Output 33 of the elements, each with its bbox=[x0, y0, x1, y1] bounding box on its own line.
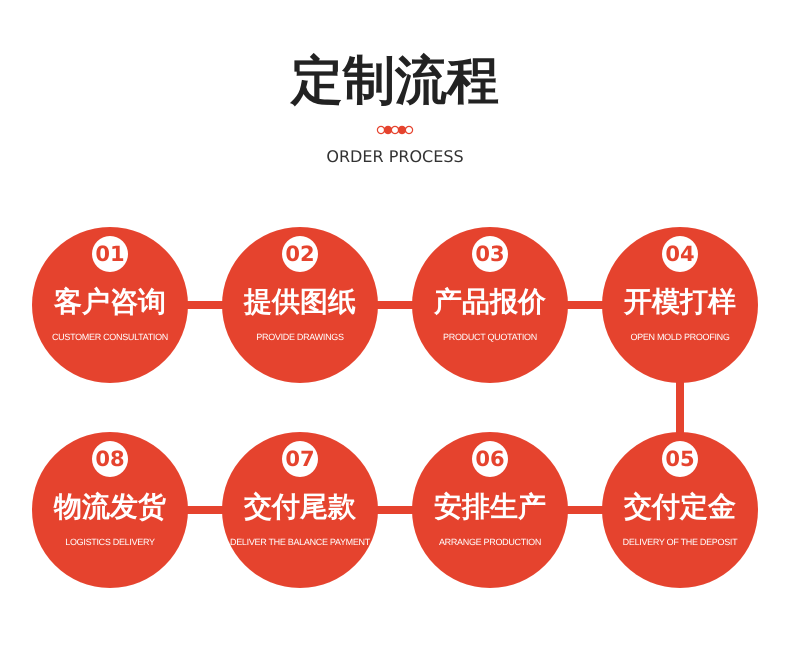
number-badge: 02 bbox=[282, 236, 318, 272]
step-title: 提供图纸 bbox=[244, 285, 356, 319]
number-badge: 08 bbox=[92, 441, 128, 477]
step-subtitle: PRODUCT QUOTATION bbox=[443, 331, 537, 343]
subtitle: ORDER PROCESS bbox=[325, 146, 465, 168]
step-subtitle: OPEN MOLD PROOFING bbox=[630, 331, 730, 343]
number-badge: 06 bbox=[472, 441, 508, 477]
step-subtitle: CUSTOMER CONSULTATION bbox=[52, 331, 168, 343]
step-title: 客户咨询 bbox=[54, 285, 166, 319]
number-badge: 05 bbox=[662, 441, 698, 477]
step-subtitle: PROVIDE DRAWINGS bbox=[256, 331, 344, 343]
connector-bar bbox=[376, 301, 414, 309]
number-badge: 03 bbox=[472, 236, 508, 272]
step-title: 安排生产 bbox=[434, 490, 546, 524]
step-subtitle: ARRANGE PRODUCTION bbox=[438, 536, 542, 548]
number-badge: 04 bbox=[662, 236, 698, 272]
step-title: 交付尾款 bbox=[244, 490, 356, 524]
step-subtitle: DELIVER THE BALANCE PAYMENT bbox=[230, 536, 370, 548]
connector-bar bbox=[676, 381, 684, 434]
step-subtitle: DELIVERY OF THE DEPOSIT bbox=[622, 536, 738, 548]
number-badge: 01 bbox=[92, 236, 128, 272]
title: 定制流程 bbox=[289, 50, 500, 113]
step-subtitle: LOGISTICS DELIVERY bbox=[65, 536, 155, 548]
step-title: 物流发货 bbox=[54, 490, 166, 524]
step-title: 产品报价 bbox=[434, 285, 546, 319]
step-title: 开模打样 bbox=[624, 285, 736, 319]
connector-bar bbox=[186, 506, 224, 514]
connector-bar bbox=[376, 506, 414, 514]
connector-bar bbox=[566, 506, 604, 514]
connector-bar bbox=[566, 301, 604, 309]
number-badge: 07 bbox=[282, 441, 318, 477]
step-title: 交付定金 bbox=[624, 490, 736, 524]
connector-bar bbox=[186, 301, 224, 309]
